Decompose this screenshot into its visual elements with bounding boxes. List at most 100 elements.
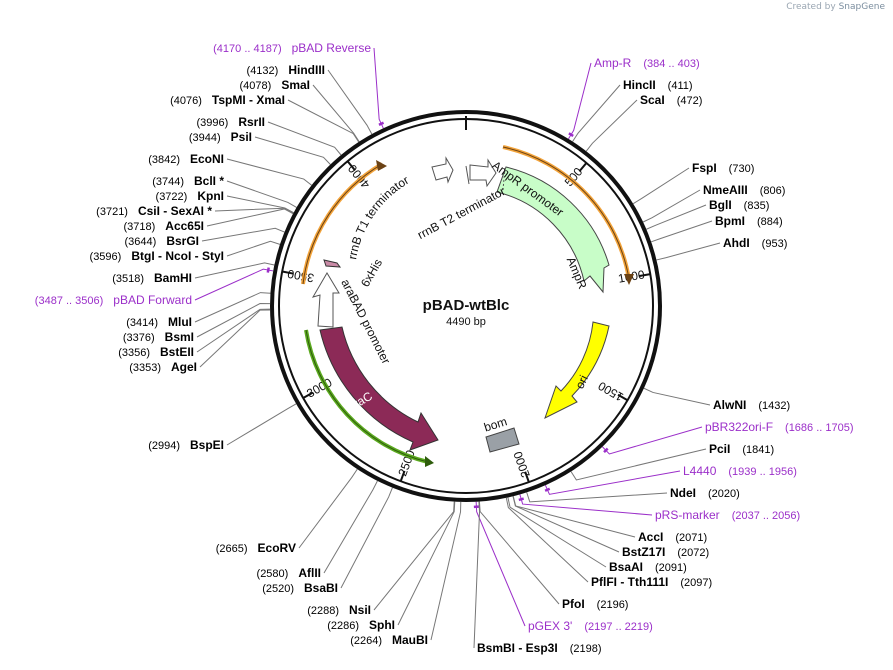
hincii-leader: [572, 84, 621, 142]
right-site-labels: Amp-R(384 .. 403) HincII(411)ScaI(472) Fsp…: [477, 56, 854, 655]
arac-feature[interactable]: [319, 326, 439, 451]
site-bspei[interactable]: BspEI(2994): [148, 438, 224, 452]
site-kpni[interactable]: KpnI(3722): [156, 189, 224, 203]
tick-mark-2000: [524, 471, 530, 483]
primer-amp-r[interactable]: Amp-R(384 .. 403): [594, 56, 700, 70]
his-tag-feature[interactable]: [323, 259, 342, 268]
site-nmeaiii[interactable]: NmeAIII(806): [703, 183, 785, 197]
mlui-leader: [194, 292, 271, 323]
pbad-reverse-binding-mark: [378, 121, 385, 126]
site-ahdi[interactable]: AhdI(953): [723, 236, 787, 250]
rrnb-t2-label: rrnB T2 terminator: [415, 184, 507, 242]
nmeaiii-name: NmeAIII: [703, 183, 748, 197]
kpni-position: (3722): [156, 191, 188, 203]
site-nsii[interactable]: NsiI(2288): [307, 603, 371, 617]
primer-pbad-forward[interactable]: pBAD Forward(3487 .. 3506): [35, 293, 192, 307]
pbr322ori-f-position: (1686 .. 1705): [785, 422, 854, 434]
ampr-feature[interactable]: [496, 166, 610, 294]
site-ndei[interactable]: NdeI(2020): [670, 486, 740, 500]
prs-marker-position: (2037 .. 2056): [732, 510, 801, 522]
site-agei[interactable]: AgeI(3353): [129, 360, 197, 374]
primer-l4440[interactable]: L4440(1939 .. 1956): [683, 464, 797, 478]
upper-left-orange-arc-core: [302, 163, 383, 285]
snapgene-credit: Created by SnapGene: [786, 2, 885, 12]
site-bsmi[interactable]: BsmI(3376): [123, 330, 194, 344]
site-bpmi[interactable]: BpmI(884): [715, 214, 783, 228]
site-pcii[interactable]: PciI(1841): [709, 442, 774, 456]
csii-sexai-name: CsiI - SexAI *: [138, 204, 212, 218]
pbad-forward-position: (3487 .. 3506): [35, 295, 104, 307]
site-hindiii[interactable]: HindIII(4132): [247, 63, 325, 77]
bpmi-position: (884): [757, 216, 783, 228]
ahdi-name: AhdI: [723, 236, 750, 250]
site-smai[interactable]: SmaI(4078): [240, 78, 310, 92]
bsrgi-leader: [201, 227, 285, 242]
amp-r-leader: [568, 62, 592, 140]
features: [301, 145, 634, 467]
site-mlui[interactable]: MluI(3414): [126, 315, 192, 329]
site-acci[interactable]: AccI(2071): [638, 530, 707, 544]
site-pfoi[interactable]: PfoI(2196): [562, 597, 628, 611]
primer-prs-marker[interactable]: pRS-marker(2037 .. 2056): [655, 508, 800, 522]
site-rsrii[interactable]: RsrII(3996): [197, 115, 265, 129]
site-hincii[interactable]: HincII(411): [623, 78, 693, 92]
ori-feature[interactable]: [544, 321, 610, 419]
tspmi-xmai-leader: [287, 99, 360, 143]
bsmbi-esp3i-leader: [473, 501, 481, 649]
site-bsabi[interactable]: BsaBI(2520): [262, 581, 338, 595]
bom-feature[interactable]: [485, 427, 520, 453]
site-bsaai[interactable]: BsaAI(2091): [609, 560, 687, 574]
site-bamhi[interactable]: BamHI(3518): [112, 271, 192, 285]
site-btgi-ncoi-styi[interactable]: BtgI - NcoI - StyI(3596): [90, 249, 224, 263]
agei-leader: [199, 309, 271, 368]
site-econi[interactable]: EcoNI(3842): [148, 152, 224, 166]
tick-mark-1500: [617, 393, 629, 402]
leader-lines: [194, 47, 721, 649]
primer-pbr322ori-f[interactable]: pBR322ori-F(1686 .. 1705): [705, 420, 854, 434]
site-csii-sexai[interactable]: CsiI - SexAI *(3721): [96, 204, 212, 218]
bamhi-leader: [194, 262, 275, 279]
site-ecorv[interactable]: EcoRV(2665): [216, 541, 296, 555]
rrnb-t1-feature[interactable]: [431, 156, 454, 184]
acci-position: (2071): [675, 532, 707, 544]
bstz17i-position: (2072): [677, 547, 709, 559]
bsmi-leader: [196, 303, 271, 338]
site-tspmi-xmai[interactable]: TspMI - XmaI(4076): [170, 93, 285, 107]
ampr-promoter-feature[interactable]: [469, 158, 497, 188]
bstz17i-leader: [512, 496, 620, 553]
pgex-3-name: pGEX 3': [528, 619, 572, 633]
site-bsteii[interactable]: BstEII(3356): [118, 345, 194, 359]
arabad-promoter-feature[interactable]: [311, 272, 340, 328]
pflfi-tth111i-name: PflFI - Tth111I: [591, 575, 668, 589]
site-pflfi-tth111i[interactable]: PflFI - Tth111I(2097): [591, 575, 712, 589]
site-maubi[interactable]: MauBI(2264): [350, 633, 428, 647]
site-aflii[interactable]: AflII(2580): [257, 566, 321, 580]
psii-leader: [254, 136, 331, 165]
ndei-name: NdeI: [670, 486, 696, 500]
site-psii[interactable]: PsiI(3944): [189, 130, 252, 144]
bsaai-name: BsaAI: [609, 560, 643, 574]
btgi-ncoi-styi-leader: [226, 240, 281, 257]
site-bstz17i[interactable]: BstZ17I(2072): [622, 545, 709, 559]
bsabi-leader: [340, 487, 393, 589]
site-alwni[interactable]: AlwNI(1432): [713, 398, 790, 412]
nsii-leader: [373, 501, 455, 611]
pgex-3-position: (2197 .. 2219): [584, 621, 653, 633]
site-bsrgi[interactable]: BsrGI(3644): [125, 234, 199, 248]
site-sphi[interactable]: SphI(2286): [327, 618, 395, 632]
primer-pbad-reverse[interactable]: pBAD Reverse(4170 .. 4187): [213, 41, 371, 55]
primer-pgex-3[interactable]: pGEX 3' (2197 .. 2219): [528, 619, 653, 633]
site-bcli[interactable]: BclI *(3744): [152, 174, 224, 188]
site-bsmbi-esp3i[interactable]: BsmBI - Esp3I(2198): [477, 641, 602, 655]
rrnb-t2-feature[interactable]: [465, 165, 470, 185]
bgli-leader: [646, 204, 707, 230]
site-scai[interactable]: ScaI(472): [640, 93, 702, 107]
smai-leader: [312, 84, 360, 142]
l4440-position: (1939 .. 1956): [728, 466, 797, 478]
bom-label: bom: [482, 414, 508, 434]
site-bgli[interactable]: BglI(835): [709, 198, 769, 212]
site-fspi[interactable]: FspI(730): [692, 161, 754, 175]
site-acc65i[interactable]: Acc65I(3718): [124, 219, 205, 233]
bspei-leader: [226, 403, 297, 446]
